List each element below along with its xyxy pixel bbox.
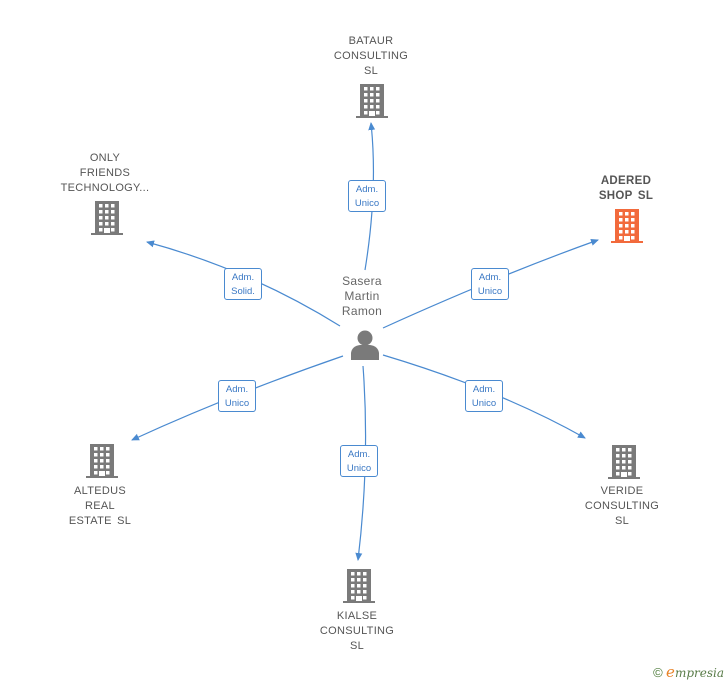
- role-line-2: Unico: [346, 463, 372, 474]
- company-name-bataur[interactable]: BATAUR CONSULTING SL: [333, 35, 409, 77]
- building-icon-only[interactable]: [91, 201, 123, 235]
- company-name-altedus[interactable]: ALTEDUS REAL ESTATE SL: [68, 485, 132, 527]
- person-name-line: Ramon: [341, 304, 383, 318]
- building-icon-adered[interactable]: [611, 209, 643, 243]
- role-line-1: Adm.: [478, 272, 502, 283]
- role-line-2: Solid.: [231, 286, 255, 297]
- edge-role-label-adered[interactable]: Adm. Unico: [471, 268, 509, 300]
- building-icon-kialse[interactable]: [343, 569, 375, 603]
- role-line-1: Adm.: [355, 184, 379, 195]
- person-icon[interactable]: [351, 330, 379, 361]
- role-line-2: Unico: [477, 286, 503, 297]
- building-icon-bataur[interactable]: [356, 84, 388, 118]
- company-name-adered[interactable]: ADERED SHOP SL: [598, 175, 654, 202]
- role-line-1: Adm.: [225, 384, 249, 395]
- role-line-2: Unico: [224, 398, 250, 409]
- building-icon-veride[interactable]: [608, 445, 640, 479]
- company-name-only[interactable]: ONLY FRIENDS TECHNOLOGY...: [60, 152, 150, 194]
- edge-role-label-veride[interactable]: Adm. Unico: [465, 380, 503, 412]
- company-name-kialse[interactable]: KIALSE CONSULTING SL: [319, 610, 395, 652]
- company-name-veride[interactable]: VERIDE CONSULTING SL: [584, 485, 660, 527]
- copyright-symbol: ©: [653, 665, 663, 680]
- footer-brand: © empresia: [653, 663, 724, 681]
- edge-role-label-bataur[interactable]: Adm. Unico: [348, 180, 386, 212]
- role-line-1: Adm.: [231, 272, 255, 283]
- role-line-2: Unico: [354, 198, 380, 209]
- brand-logo: empresia: [666, 663, 724, 681]
- role-line-1: Adm.: [347, 449, 371, 460]
- edge-role-label-altedus[interactable]: Adm. Unico: [218, 380, 256, 412]
- edge-role-label-only[interactable]: Adm. Solid.: [224, 268, 262, 300]
- building-icon-altedus[interactable]: [86, 444, 118, 478]
- role-line-1: Adm.: [472, 384, 496, 395]
- edge-role-label-kialse[interactable]: Adm. Unico: [340, 445, 378, 477]
- person-name-line: Sasera: [342, 274, 382, 288]
- role-line-2: Unico: [471, 398, 497, 409]
- person-name-line: Martin: [344, 289, 380, 303]
